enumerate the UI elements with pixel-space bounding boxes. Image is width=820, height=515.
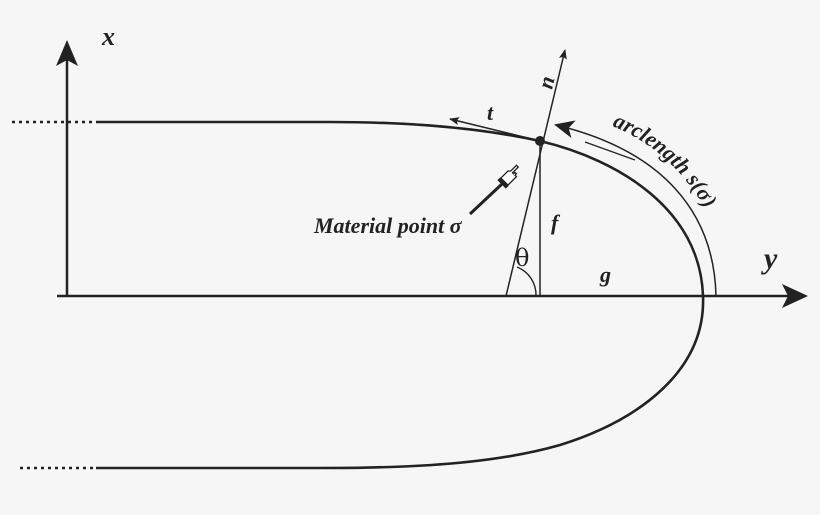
tangent-vector — [449, 117, 541, 142]
theta-label: θ — [515, 244, 529, 272]
x-axis-label: x — [101, 22, 115, 51]
pointing-hand-icon — [497, 164, 520, 189]
arclength-arrow — [554, 120, 717, 297]
y-axis-arrowhead-icon — [782, 284, 808, 308]
x-axis — [56, 40, 78, 296]
arclength-label: arclength s(σ) — [610, 108, 723, 212]
tangent-label: t — [487, 100, 494, 125]
x-axis-arrowhead-icon — [56, 40, 78, 66]
f-label: f — [551, 210, 561, 235]
theta-angle-arc — [516, 266, 537, 297]
pointer-stick — [468, 181, 505, 216]
fiber-outline — [12, 120, 705, 470]
y-axis — [57, 284, 808, 308]
material-point-dot — [535, 136, 545, 146]
normal-vector — [505, 49, 567, 297]
y-axis-label: y — [761, 242, 778, 275]
normal-label: n — [533, 74, 560, 92]
g-label: g — [599, 262, 611, 287]
material-point-label: Material point σ — [313, 213, 463, 238]
